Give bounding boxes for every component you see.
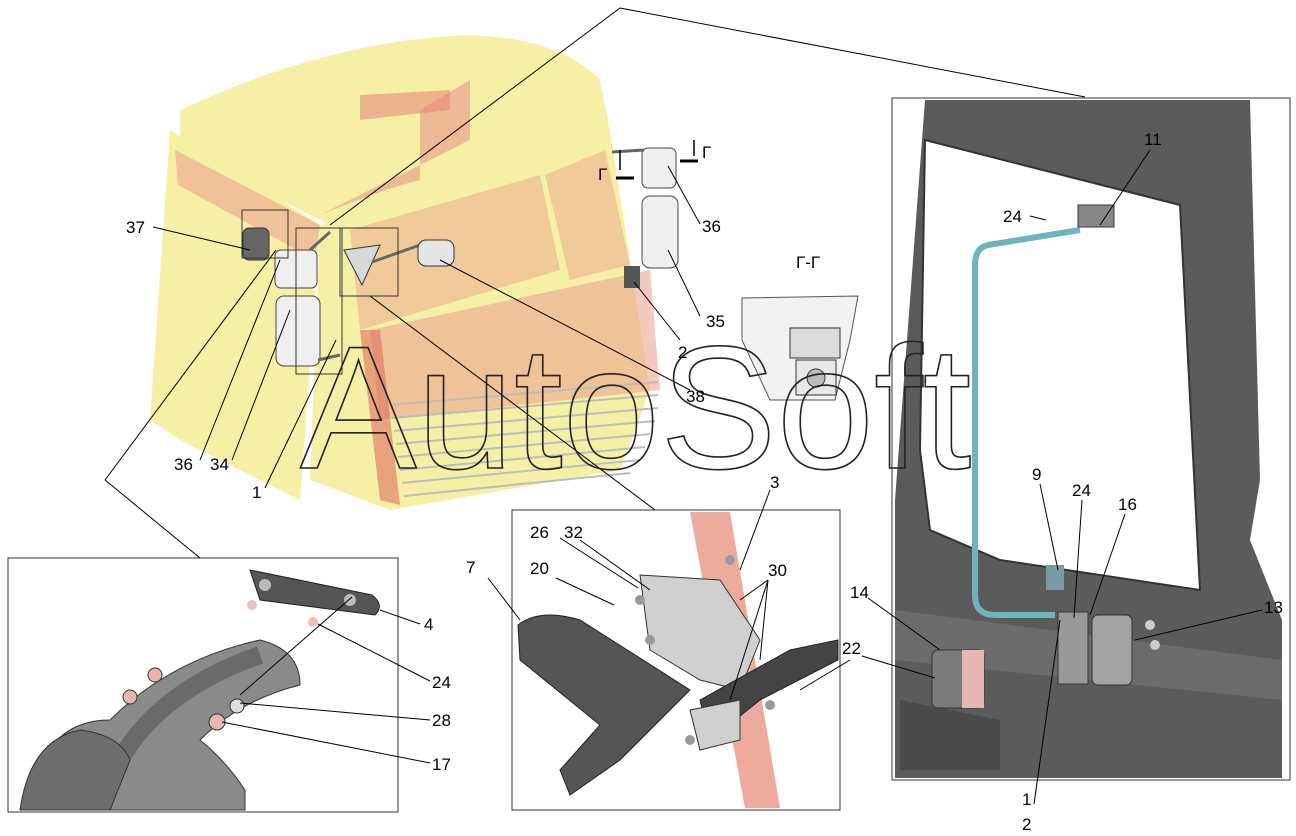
callout-38: 38 bbox=[686, 387, 705, 406]
bracket-detail bbox=[511, 509, 841, 811]
callout-37: 37 bbox=[126, 218, 145, 237]
callout-24-door-top: 24 bbox=[1003, 207, 1022, 226]
callout-36-right: 36 bbox=[702, 217, 721, 236]
callout-13: 13 bbox=[1264, 598, 1283, 617]
callout-4: 4 bbox=[424, 615, 433, 634]
callout-22-door: 22 bbox=[842, 639, 861, 658]
callout-16: 16 bbox=[1118, 495, 1137, 514]
callout-11: 11 bbox=[1144, 130, 1162, 149]
bracket-detail-frame bbox=[511, 509, 841, 811]
callout-2-door: 2 bbox=[1022, 815, 1031, 834]
callout-30: 30 bbox=[768, 561, 787, 580]
callout-26: 26 bbox=[530, 523, 549, 542]
callout-24-door-mid: 24 bbox=[1072, 481, 1091, 500]
connection-lines bbox=[104, 7, 1086, 559]
callout-1-door: 1 bbox=[1022, 790, 1031, 809]
callout-34: 34 bbox=[210, 455, 229, 474]
door-detail-frame bbox=[891, 97, 1291, 781]
callout-2-main: 2 bbox=[678, 343, 687, 362]
cab-illustration bbox=[150, 35, 698, 510]
callout-32: 32 bbox=[564, 523, 583, 542]
section-view bbox=[741, 295, 859, 401]
mount-detail-frame bbox=[7, 557, 399, 813]
section-mark-left: Г bbox=[598, 165, 607, 184]
callout-35: 35 bbox=[706, 312, 725, 331]
callout-24-mount: 24 bbox=[432, 673, 451, 692]
front-grille bbox=[389, 381, 659, 497]
section-mark-right: Г bbox=[702, 143, 711, 162]
section-title: Г-Г bbox=[796, 253, 820, 272]
callout-17: 17 bbox=[432, 755, 451, 774]
detail-frame-bracket bbox=[295, 227, 343, 375]
leader-lines bbox=[152, 149, 1263, 805]
detail-frame-front-mirror bbox=[339, 227, 399, 297]
callout-3: 3 bbox=[770, 473, 779, 492]
watermark-text: AutoSoft bbox=[300, 311, 971, 506]
callout-1-main: 1 bbox=[252, 483, 261, 502]
callout-28: 28 bbox=[432, 711, 451, 730]
section-arrow-marks bbox=[616, 140, 698, 180]
callout-20: 20 bbox=[530, 559, 549, 578]
callout-7: 7 bbox=[466, 558, 475, 577]
callout-14: 14 bbox=[850, 583, 869, 602]
detail-frame-37 bbox=[241, 209, 289, 259]
callout-36-left: 36 bbox=[174, 455, 193, 474]
mount-detail bbox=[7, 557, 399, 813]
door-panel-detail bbox=[891, 97, 1291, 781]
callout-9: 9 bbox=[1032, 465, 1041, 484]
